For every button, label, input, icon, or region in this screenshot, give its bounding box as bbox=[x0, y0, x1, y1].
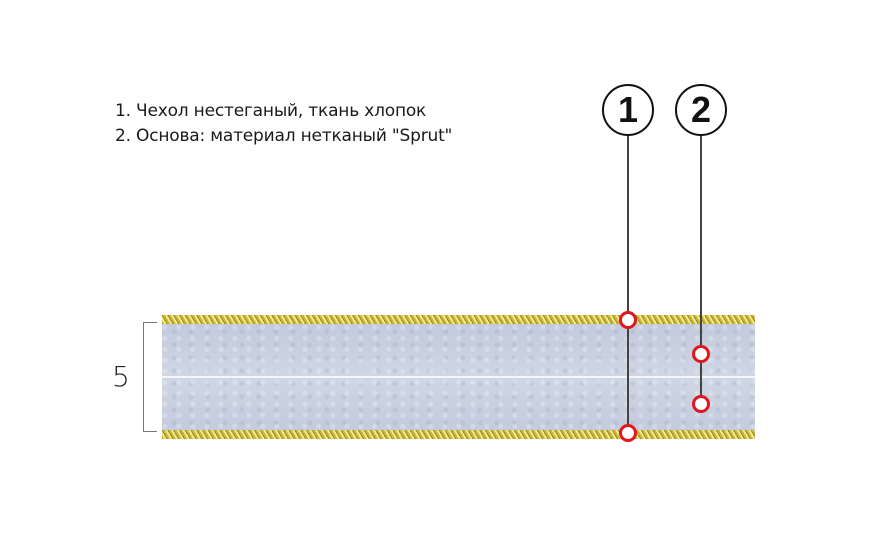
bottom-cover-layer bbox=[162, 430, 755, 439]
leader-line-2 bbox=[700, 136, 702, 403]
height-bracket bbox=[143, 322, 157, 432]
marker-core-upper bbox=[692, 345, 710, 363]
marker-core-lower bbox=[692, 395, 710, 413]
leader-line-1 bbox=[627, 136, 629, 432]
core-seam-line bbox=[162, 376, 755, 378]
marker-cover-top bbox=[619, 311, 637, 329]
callout-2: 2 bbox=[675, 84, 727, 136]
callout-1: 1 bbox=[602, 84, 654, 136]
height-dimension-label: 5 bbox=[112, 360, 130, 393]
marker-cover-bottom bbox=[619, 424, 637, 442]
legend-item-2: 2. Основа: материал нетканый "Sprut" bbox=[115, 126, 453, 146]
legend-item-1: 1. Чехол нестеганый, ткань хлопок bbox=[115, 101, 427, 121]
leader-line-1-overlay bbox=[627, 319, 629, 432]
top-cover-layer bbox=[162, 315, 755, 324]
legend: 1. Чехол нестеганый, ткань хлопок 2. Осн… bbox=[115, 99, 452, 149]
